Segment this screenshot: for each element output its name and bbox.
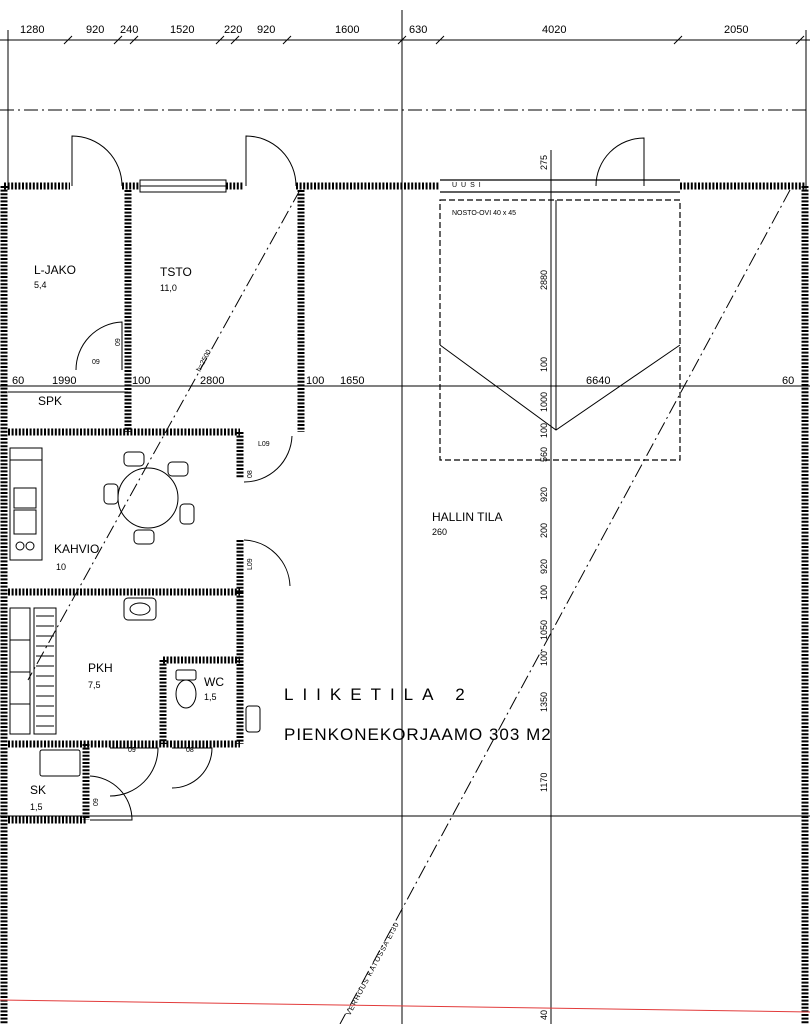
door-sk — [89, 775, 133, 821]
doors — [71, 135, 645, 821]
door-mark-2: L09 — [258, 441, 270, 448]
door-mark-8: 08 — [247, 470, 254, 478]
door-entrance-left — [71, 135, 123, 187]
dim-top-8: 630 — [409, 24, 427, 36]
room-area-hallin-tila: 260 — [432, 527, 447, 537]
door-mark-6: 09 — [93, 798, 100, 806]
title-line-1: LIIKETILA 2 — [284, 685, 474, 704]
dim-top-4: 1520 — [170, 24, 194, 36]
door-ljako — [75, 321, 123, 371]
dim-v-1: 275 — [539, 155, 549, 170]
dim-mid-6: 1650 — [340, 375, 364, 387]
door-mark-4: 09 — [128, 747, 136, 754]
room-area-wc: 1,5 — [204, 692, 217, 702]
room-area-sk: 1,5 — [30, 802, 43, 812]
mid-dimension-line: 60 1990 100 2800 100 1650 6640 60 — [12, 375, 794, 387]
label-h: h=2500 — [196, 349, 213, 373]
kitchenette — [9, 447, 43, 561]
dim-top-3: 240 — [120, 24, 138, 36]
room-name-hallin-tila: HALLIN TILA — [432, 510, 502, 524]
vertical-dimension-line: 275 2880 100 1000 100 560 920 200 920 10… — [539, 155, 549, 1020]
dim-v-6: 560 — [539, 447, 549, 462]
door-mark-3: L09 — [247, 558, 254, 570]
grid-lines — [0, 109, 810, 1024]
dim-v-2: 2880 — [539, 270, 549, 290]
door-kahvio-lower — [243, 539, 291, 587]
dim-v-9: 920 — [539, 559, 549, 574]
space-title: LIIKETILA 2 PIENKONEKORJAAMO 303 M2 — [284, 685, 552, 744]
dim-v-15: 40 — [539, 1010, 549, 1020]
room-area-tsto: 11,0 — [160, 283, 177, 293]
annotations: UUSI NOSTO-OVI 40 x 45 h=2500 VERHOUS KA… — [196, 182, 517, 1017]
dim-v-8: 200 — [539, 523, 549, 538]
sink-wc — [245, 705, 261, 733]
toilet — [175, 669, 197, 681]
label-uusi: UUSI — [452, 182, 485, 189]
door-pkh — [109, 747, 159, 797]
door-mark-1: 09 — [92, 359, 100, 366]
room-area-kahvio: 10 — [56, 562, 66, 572]
room-name-wc: WC — [204, 675, 224, 689]
dim-v-5: 100 — [539, 423, 549, 438]
dim-mid-5: 100 — [306, 375, 324, 387]
diagonal-lines — [27, 189, 791, 1024]
top-dimension-line: 1280 920 240 1520 220 920 1600 630 4020 … — [0, 10, 810, 1024]
dim-v-4: 1000 — [539, 392, 549, 412]
dim-mid-1: 60 — [12, 375, 24, 387]
dimension-ticks — [63, 35, 805, 45]
dim-top-7: 1600 — [335, 24, 359, 36]
dining-table — [103, 451, 195, 545]
dim-mid-4: 2800 — [200, 375, 224, 387]
door-hall-overhead — [595, 137, 645, 187]
dim-v-10: 100 — [539, 585, 549, 600]
sink-pkh — [123, 597, 157, 621]
room-area-pkh: 7,5 — [88, 680, 101, 690]
sink-sk — [39, 749, 81, 777]
label-verhous: VERHOUS KATOSSA EI30 — [346, 921, 401, 1017]
title-line-2: PIENKONEKORJAAMO 303 M2 — [284, 725, 552, 744]
sanitary-fixtures — [9, 597, 261, 777]
dim-top-10: 2050 — [724, 24, 748, 36]
reference-line — [0, 999, 810, 1013]
room-name-sk: SK — [30, 783, 46, 797]
room-name-pkh: PKH — [88, 661, 113, 675]
dim-top-6: 920 — [257, 24, 275, 36]
dim-v-13: 1350 — [539, 692, 549, 712]
room-area-ljako: 5,4 — [34, 280, 47, 290]
room-labels: L-JAKO 5,4 TSTO 11,0 SPK KAHVIO 10 PKH 7… — [30, 263, 502, 812]
dim-v-7: 920 — [539, 487, 549, 502]
room-name-spk: SPK — [38, 394, 62, 408]
dim-top-2: 920 — [86, 24, 104, 36]
dim-top-9: 4020 — [542, 24, 566, 36]
dim-v-12: 100 — [539, 651, 549, 666]
dim-v-11: 1050 — [539, 620, 549, 640]
dim-mid-8: 60 — [782, 375, 794, 387]
door-marks: 09 L09 L09 09 08 09 09 08 — [92, 338, 270, 806]
dim-v-3: 100 — [539, 357, 549, 372]
dim-top-1: 1280 — [20, 24, 44, 36]
dim-mid-2: 1990 — [52, 375, 76, 387]
dim-top-5: 220 — [224, 24, 242, 36]
room-name-tsto: TSTO — [160, 265, 192, 279]
dim-mid-7: 6640 — [586, 375, 610, 387]
exterior-walls — [0, 179, 809, 1024]
room-name-kahvio: KAHVIO — [54, 542, 99, 556]
door-mark-7: 09 — [115, 338, 122, 346]
door-wc — [171, 747, 213, 789]
door-kahvio-upper — [243, 435, 293, 483]
interior-walls — [8, 190, 305, 824]
door-entrance-mid — [245, 135, 297, 187]
room-name-ljako: L-JAKO — [34, 263, 76, 277]
overhead-door-zone — [439, 199, 681, 461]
dim-mid-3: 100 — [132, 375, 150, 387]
label-nosto-ovi: NOSTO-OVI 40 x 45 — [452, 210, 516, 217]
door-mark-5: 08 — [186, 747, 194, 754]
dim-v-14: 1170 — [539, 773, 549, 792]
